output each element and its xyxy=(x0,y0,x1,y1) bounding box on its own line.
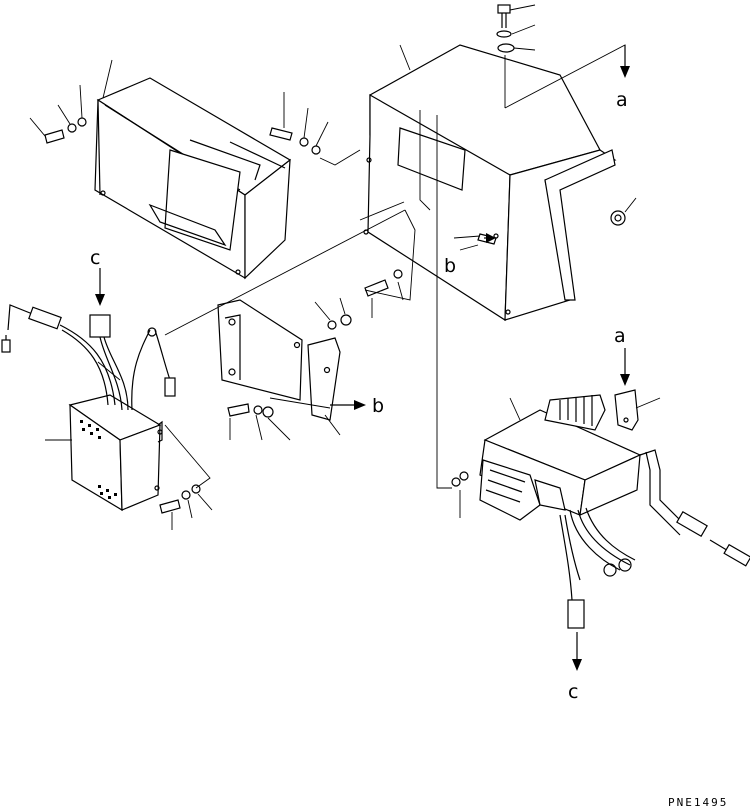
drawing-code: PNE1495 xyxy=(668,796,728,809)
small-bracket xyxy=(307,337,341,421)
fasteners xyxy=(44,4,626,514)
callout-b-left: b xyxy=(372,395,384,417)
controller-box xyxy=(68,394,163,512)
callout-a-top: a xyxy=(616,89,628,111)
callout-c-left: c xyxy=(90,247,100,269)
upper-right-cover xyxy=(363,44,617,322)
wire-harness-left xyxy=(1,304,176,411)
wire-harness-right xyxy=(559,449,750,629)
bracket-plate xyxy=(217,299,303,401)
radio-unit xyxy=(479,394,642,521)
callout-b-mid: b xyxy=(444,255,456,277)
callout-c-bottom: c xyxy=(568,681,578,703)
clip-part xyxy=(614,389,639,431)
arrows xyxy=(95,45,630,671)
callout-a-right: a xyxy=(614,325,626,347)
left-cover-box xyxy=(94,77,292,280)
